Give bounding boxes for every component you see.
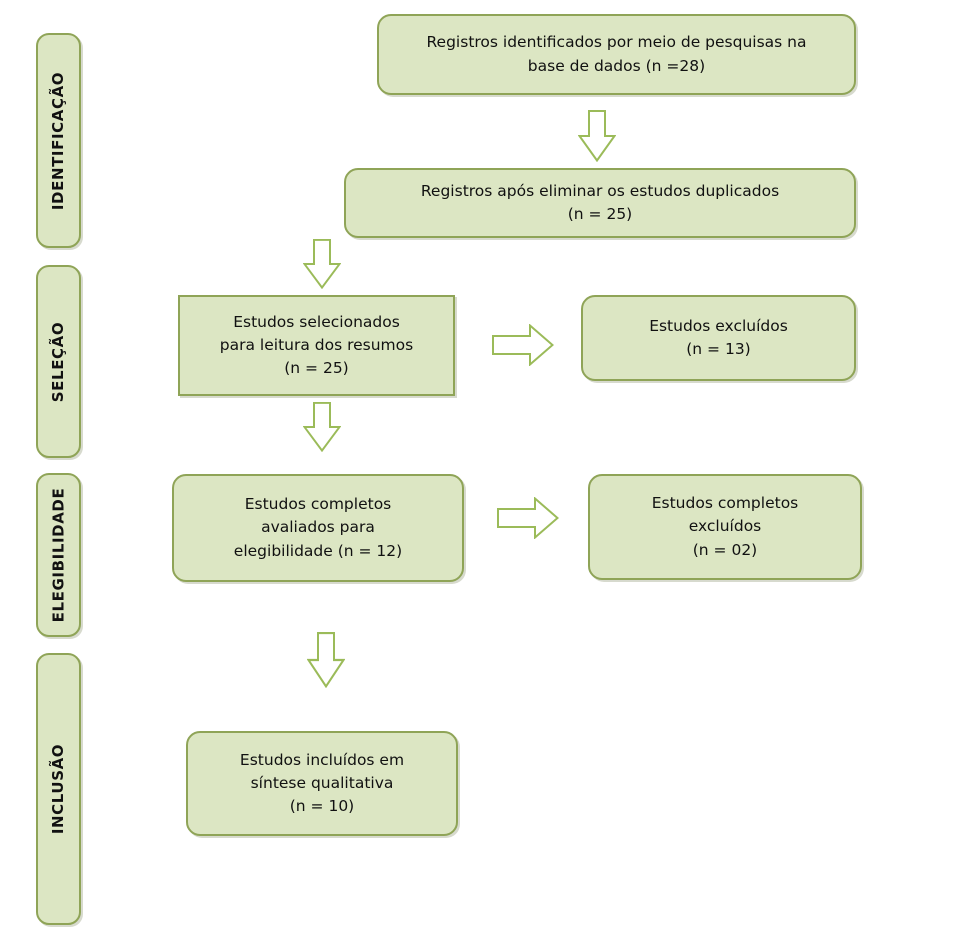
stage-selecao-label: SELEÇÃO (49, 321, 68, 402)
box-estudos-incluidos: Estudos incluídos em síntese qualitativa… (186, 731, 458, 836)
arrow-right-icon (497, 497, 559, 539)
box-estudos-selecionados: Estudos selecionados para leitura dos re… (178, 295, 455, 396)
stage-identificacao: IDENTIFICAÇÃO (36, 33, 81, 248)
stage-elegibilidade: ELEGIBILIDADE (36, 473, 81, 637)
stage-inclusao: INCLUSÃO (36, 653, 81, 925)
arrow-down-icon (303, 402, 341, 452)
box-estudos-excluidos: Estudos excluídos (n = 13) (581, 295, 856, 381)
arrow-down-icon (578, 110, 616, 162)
arrow-down-icon (303, 239, 341, 289)
arrow-right-icon (492, 324, 554, 366)
box-registros-identificados: Registros identificados por meio de pesq… (377, 14, 856, 95)
box-estudos-completos-excluidos: Estudos completos excluídos (n = 02) (588, 474, 862, 580)
box-registros-sem-duplicados: Registros após eliminar os estudos dupli… (344, 168, 856, 238)
stage-elegibilidade-label: ELEGIBILIDADE (49, 487, 68, 623)
stage-identificacao-label: IDENTIFICAÇÃO (49, 71, 68, 210)
stage-selecao: SELEÇÃO (36, 265, 81, 458)
box-estudos-completos-avaliados: Estudos completos avaliados para elegibi… (172, 474, 464, 582)
stage-inclusao-label: INCLUSÃO (49, 743, 68, 835)
arrow-down-icon (307, 632, 345, 688)
